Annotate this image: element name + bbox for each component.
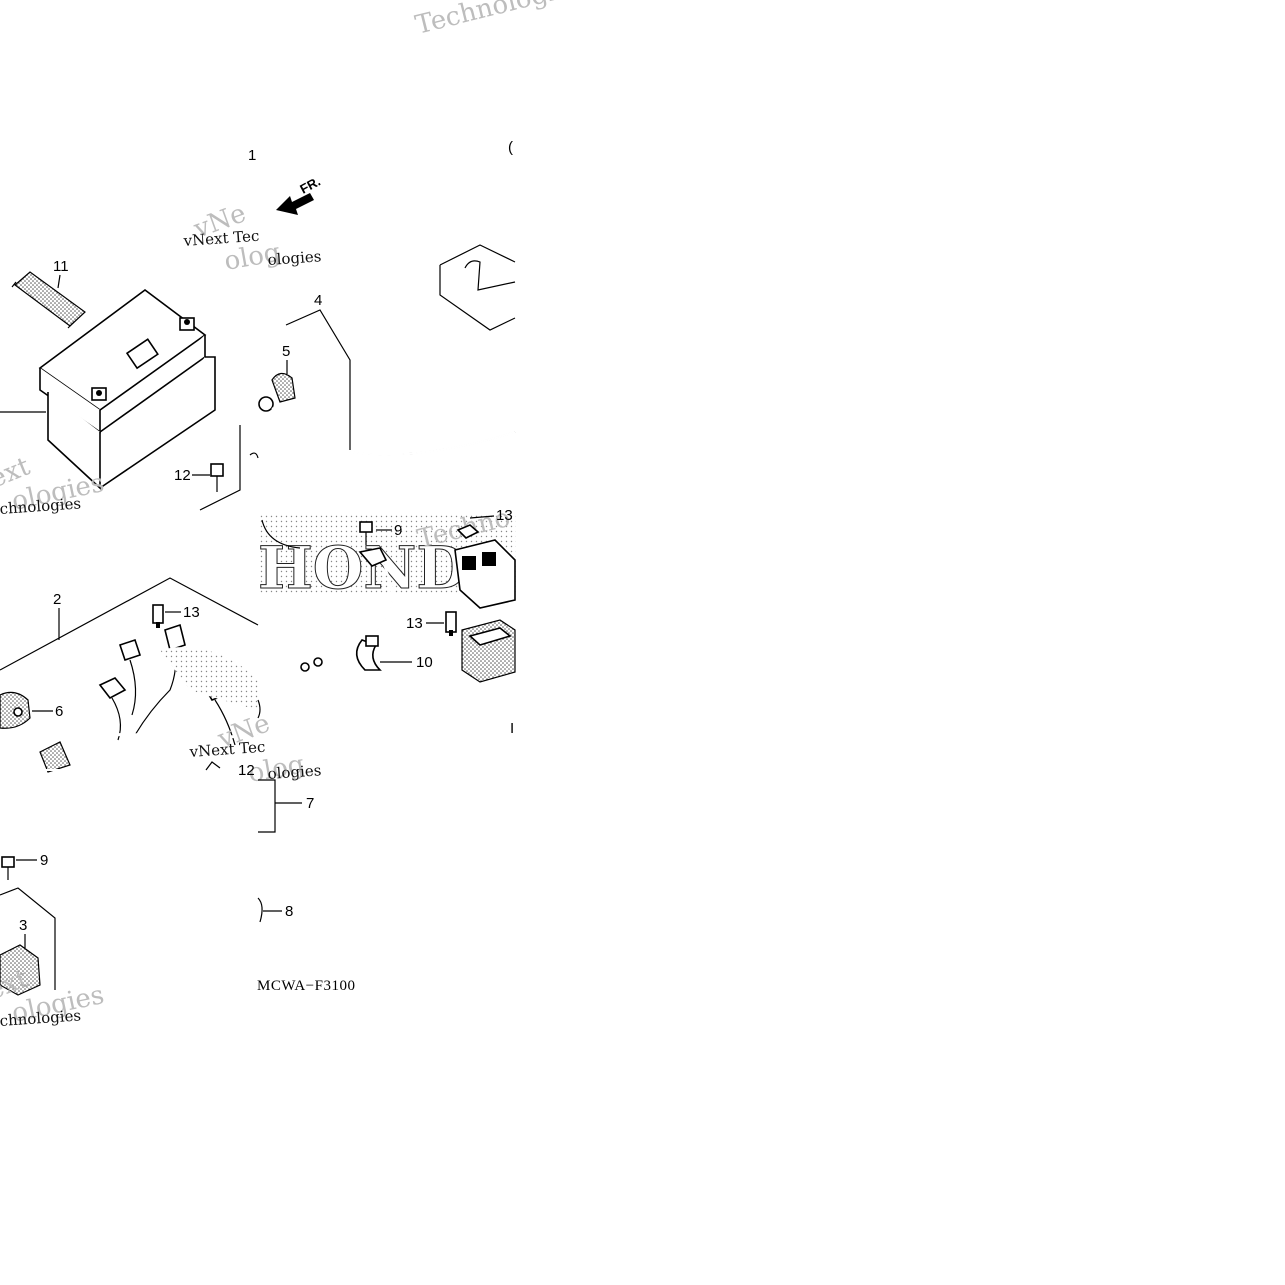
callout-13-right: 13 [406,615,423,632]
cable-band-part [355,635,382,671]
battery-part [38,289,216,490]
watermark-brand-4: vNext Tec [188,738,266,761]
watermark-brand-1: vNext Tec [182,227,260,250]
cropped-glyph: ( [508,139,513,156]
callout-10: 10 [416,654,433,671]
bolt-9-lower-part [1,856,15,880]
watermark-brand-6: chnologies [0,1006,82,1030]
watermark-top: Technologies [412,0,586,41]
battery-cable-part [258,396,516,456]
starter-relay-bracket-part [439,244,516,331]
harness-outline [0,577,259,671]
watermark-brand-3: chnologies [0,494,82,518]
callout-8: 8 [285,903,293,920]
starter-cable-part [257,547,394,701]
watermark-brand-5: ologies [267,761,322,783]
callout-1: 1 [248,147,256,164]
front-label: FR. [297,174,323,197]
watermark-brand-2: ologies [267,247,322,269]
starter-relay-part [454,524,516,609]
callout-6: 6 [55,703,63,720]
callout-12-partial: 12 [238,762,255,779]
terminal-cap-6-part [0,691,31,729]
callout-3: 3 [19,917,27,934]
callout-13-left: 13 [183,604,200,621]
callout-9-lower: 9 [40,852,48,869]
callout-13-top-right: 13 [496,507,513,524]
callout-11: 11 [53,258,69,275]
bolt-12-part [210,463,224,492]
bolt-9-upper-part [359,521,373,545]
callout-4: 4 [314,292,322,309]
callout-5: 5 [282,343,290,360]
relay-cover-part [461,619,516,683]
fuse-13-left-part [152,604,164,628]
front-direction-arrow-icon: FR. [276,174,323,215]
battery-strap-part [11,271,86,329]
fuse-13-right-part [445,611,457,636]
cropped-glyph-2: I [510,720,514,737]
terminal-cover-part [271,372,296,403]
callout-2: 2 [53,591,61,608]
relay-cover-3-part [0,944,41,996]
callout-7: 7 [306,795,314,812]
callout-9-upper: 9 [394,522,402,539]
wire-harness-part [0,623,259,773]
diagram-code: MCWA−F3100 [257,978,355,994]
callout-12: 12 [174,467,191,484]
